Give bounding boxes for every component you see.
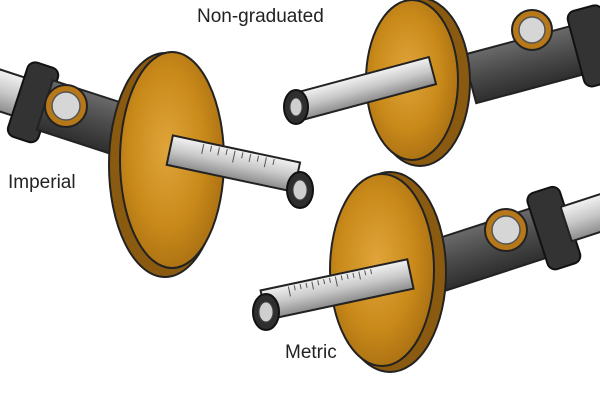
- imperial-scale: [201, 143, 275, 168]
- metric-scale: [287, 269, 373, 297]
- marking-pin-end: [283, 89, 309, 125]
- gauge-metric: [252, 171, 600, 373]
- beam-tail: [559, 187, 600, 243]
- gauge-imperial: [0, 51, 314, 278]
- label-imperial: Imperial: [8, 172, 76, 193]
- thumbscrew-icon: [511, 9, 553, 51]
- gauge-non-graduated: [283, 0, 600, 167]
- thumbscrew-icon: [44, 84, 88, 128]
- marking-pin-end: [252, 293, 280, 331]
- thumbscrew-icon: [484, 208, 528, 252]
- label-metric: Metric: [285, 342, 337, 363]
- marking-pin-end: [286, 171, 314, 209]
- label-non-graduated: Non-graduated: [197, 6, 324, 27]
- beam-end-cap: [566, 4, 600, 88]
